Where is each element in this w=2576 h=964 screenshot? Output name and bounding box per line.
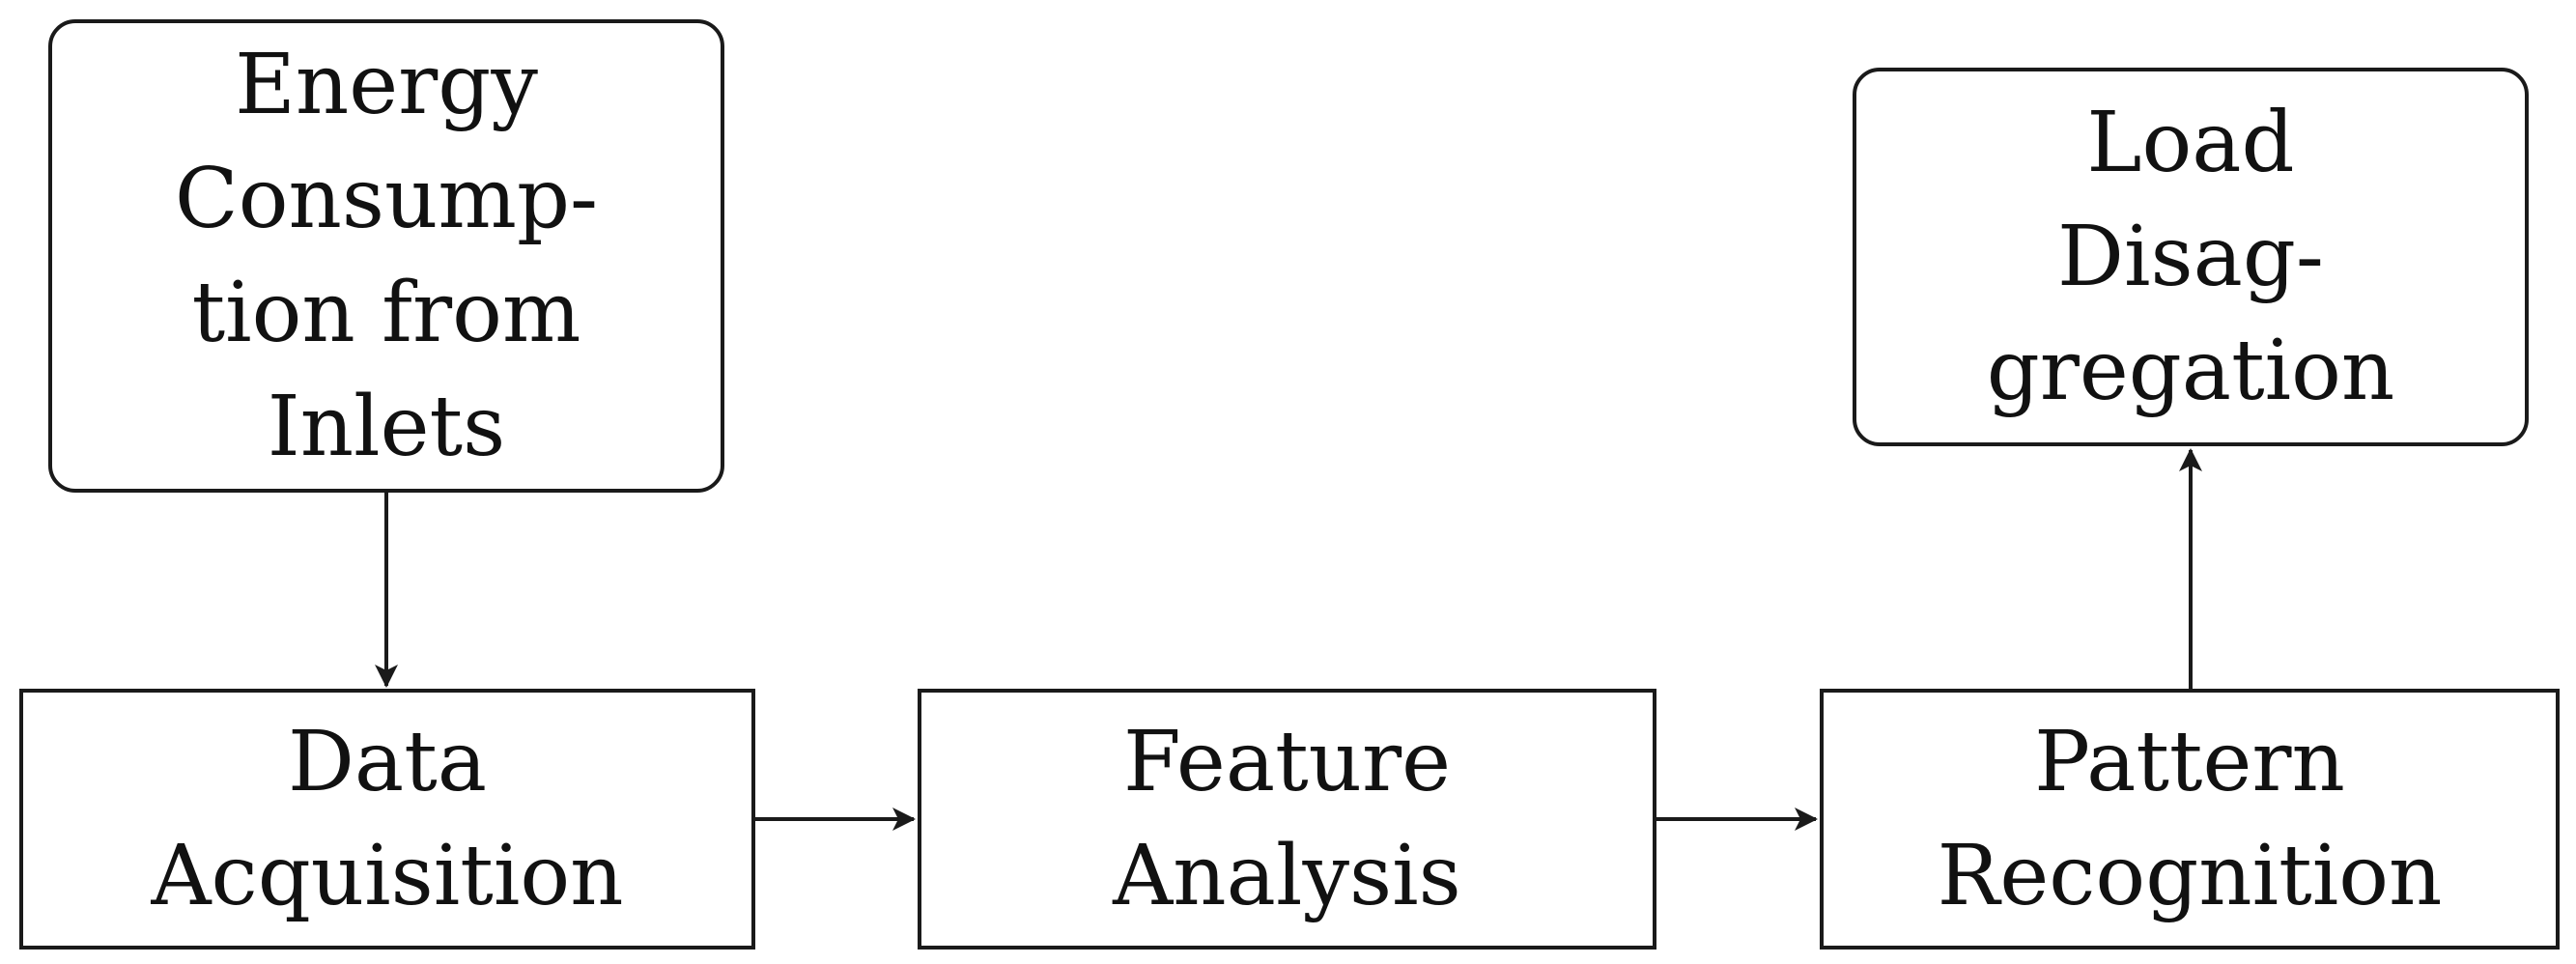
node-feature-line-2: Analysis [1113,828,1461,924]
node-load-line-1: Load [2086,95,2295,191]
node-data-line-1: Data [287,714,488,810]
node-energy-line-1: Energy [235,37,538,133]
node-feature-line-1: Feature [1122,714,1452,810]
node-data-line-2: Acquisition [151,828,624,924]
node-load-line-2: Disag- [2057,209,2324,305]
node-data-acquisition: Data Acquisition [19,689,755,950]
node-pattern-recognition: Pattern Recognition [1820,689,2560,950]
node-pattern-line-2: Recognition [1937,828,2443,924]
node-energy-line-3: tion from [191,265,581,361]
node-energy-line-4: Inlets [267,379,506,475]
node-energy-line-2: Consump- [174,151,599,247]
node-load-line-3: gregation [1986,323,2395,419]
node-feature-analysis: Feature Analysis [918,689,1656,950]
node-pattern-line-1: Pattern [2034,714,2345,810]
node-energy-consumption: Energy Consump- tion from Inlets [48,19,724,493]
node-load-disaggregation: Load Disag- gregation [1853,68,2529,446]
